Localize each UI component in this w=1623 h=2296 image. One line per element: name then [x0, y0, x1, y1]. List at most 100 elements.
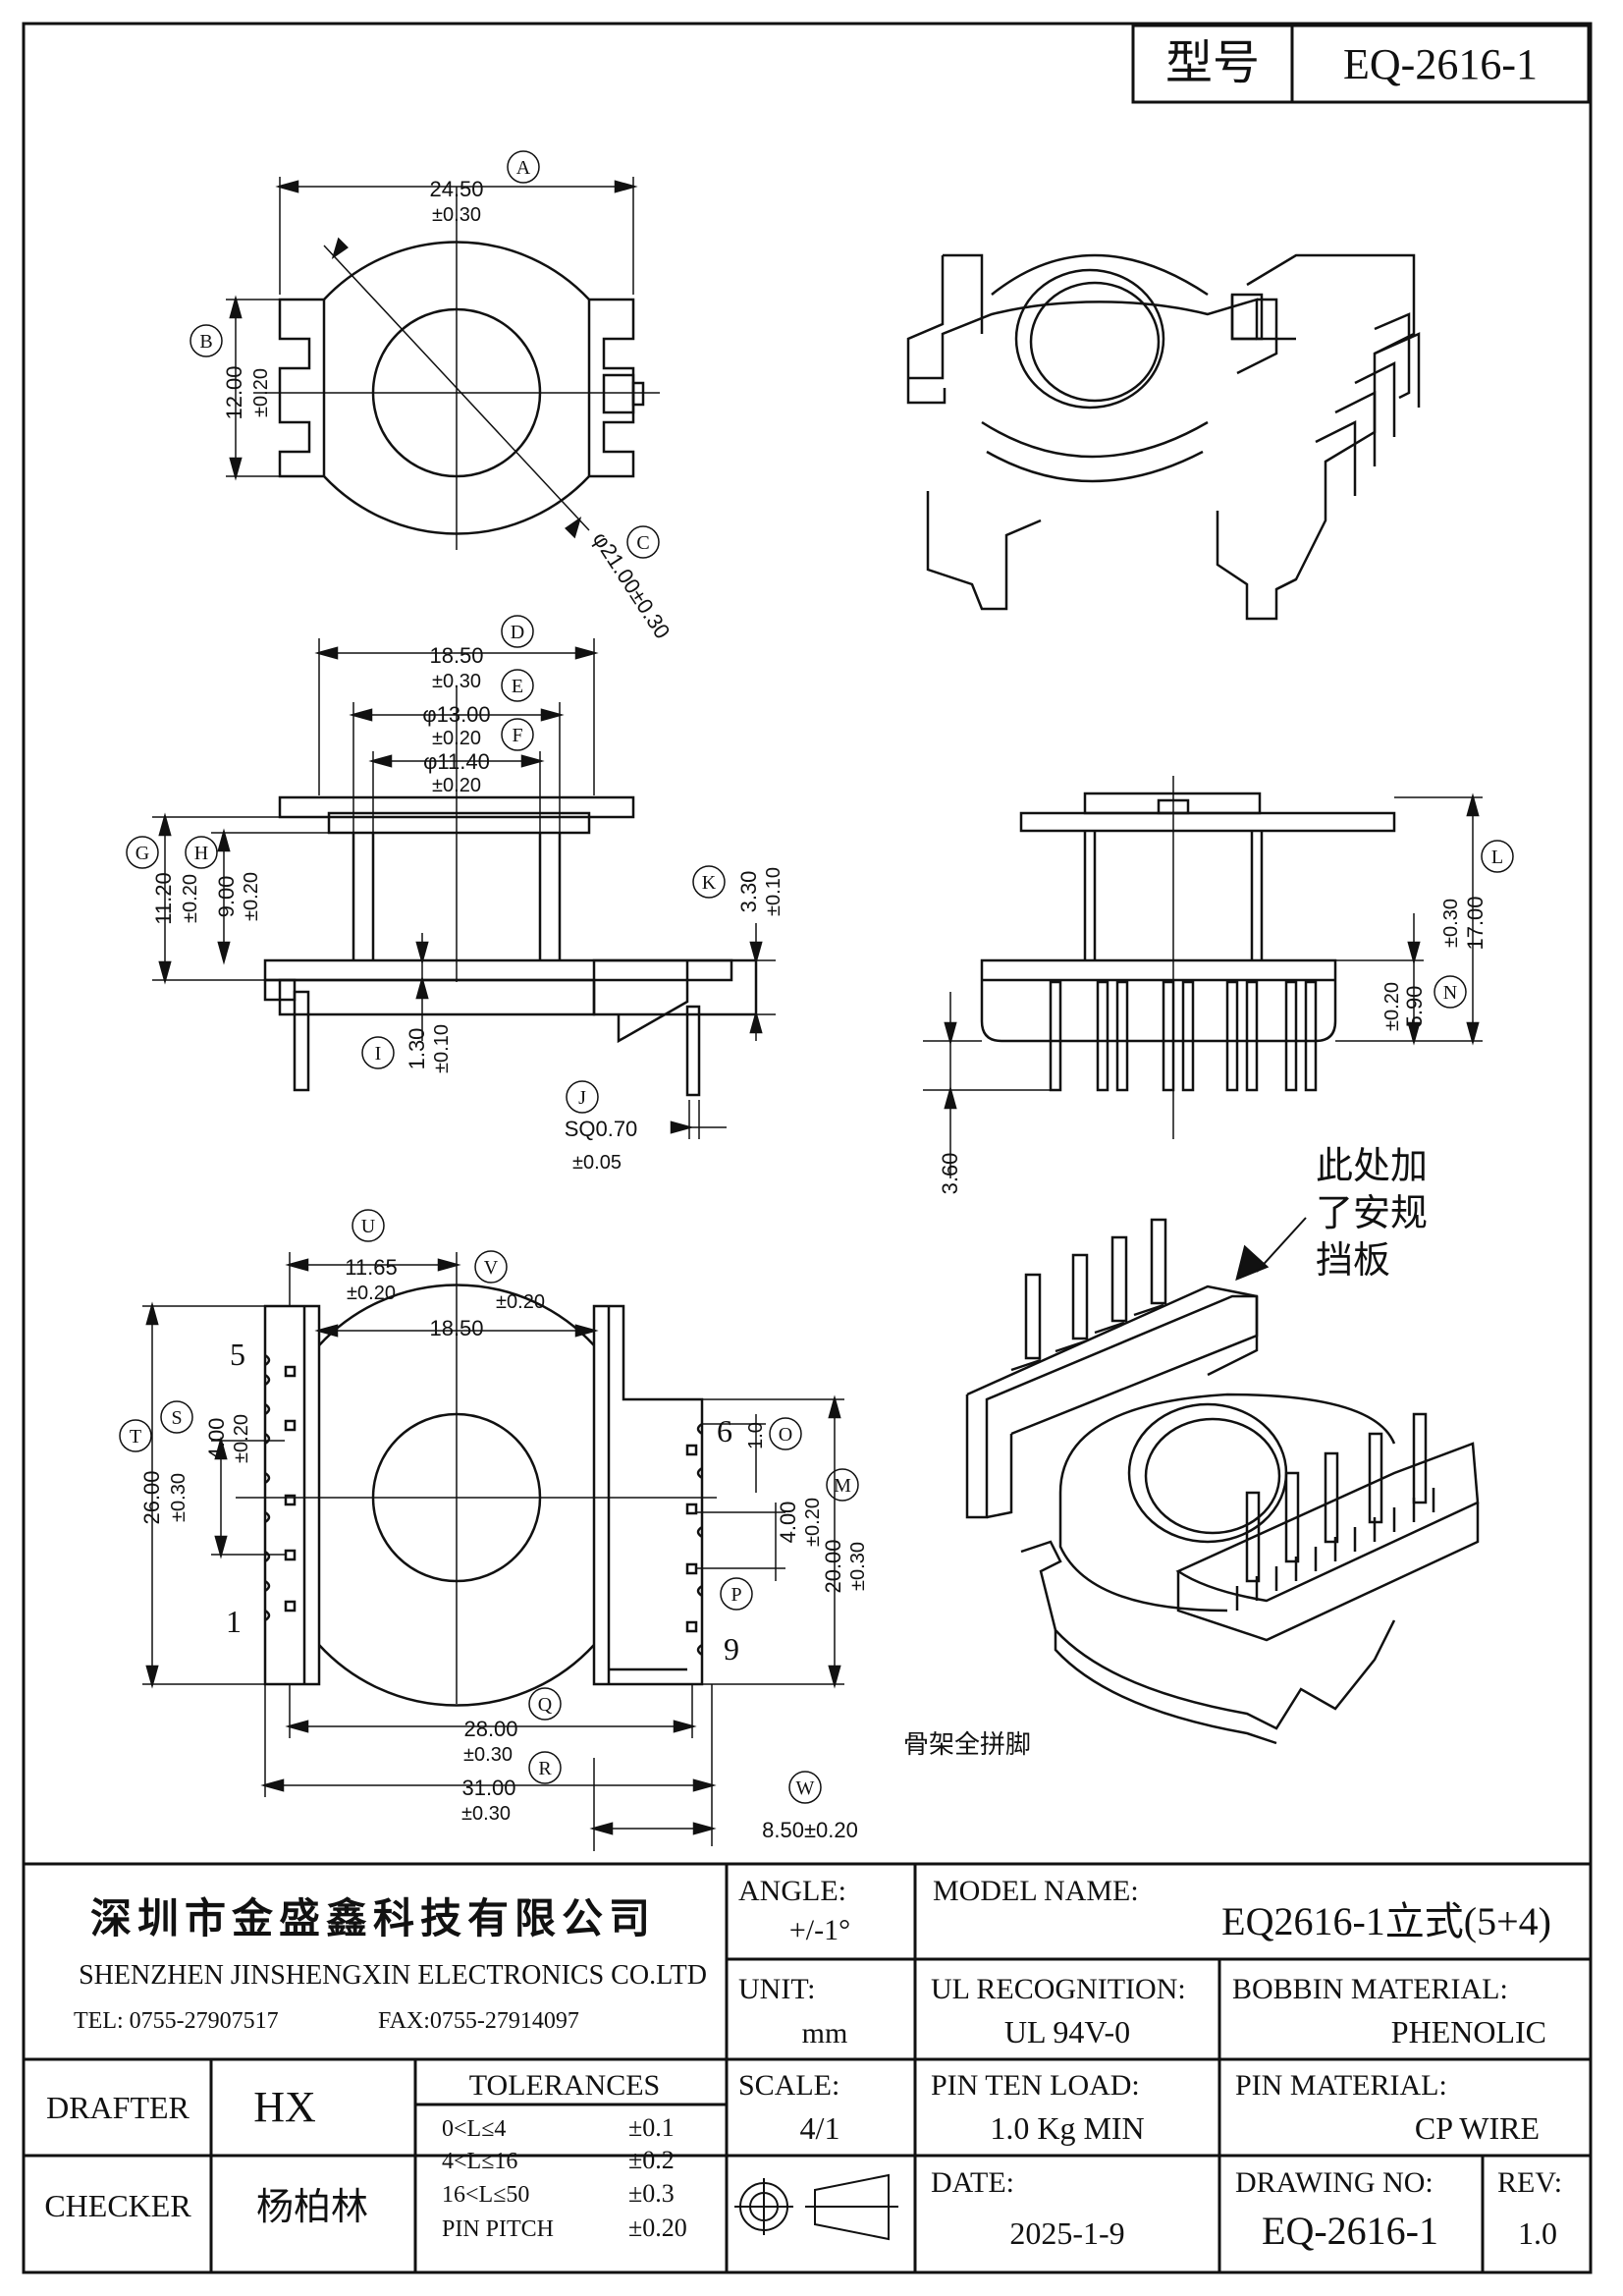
bottom-view-dims: U 11.65 ±0.20 V 18.50 ±0.20 T 26.00 ±0.3…: [119, 1209, 869, 1842]
pin-material-value: CP WIRE: [1415, 2110, 1540, 2146]
pin-label-6: 6: [717, 1413, 732, 1449]
dim-f-tag: F: [512, 725, 522, 746]
model-header: 型号 EQ-2616-1: [1131, 24, 1591, 104]
checker-label: CHECKER: [44, 2188, 191, 2223]
dim-j-value: SQ0.70: [565, 1117, 638, 1141]
tol-range-4: PIN PITCH: [442, 2216, 554, 2242]
dim-r-tol: ±0.30: [461, 1803, 511, 1825]
unit-label: UNIT:: [738, 1973, 816, 2005]
drawing-border: [22, 22, 1593, 2274]
model-header-value: EQ-2616-1: [1343, 40, 1538, 88]
front-view: [923, 776, 1483, 1178]
dim-h-tol: ±0.20: [241, 872, 262, 921]
drafter-label: DRAFTER: [46, 2090, 189, 2125]
dim-f-tol: ±0.20: [432, 775, 481, 796]
rev-value: 1.0: [1518, 2215, 1557, 2251]
model-name-label: MODEL NAME:: [933, 1875, 1139, 1907]
scale-value: 4/1: [800, 2110, 840, 2146]
dim-k-value: 3.30: [736, 871, 761, 913]
bottom-view: [142, 1252, 844, 1851]
notes: 此处加 了安规 挡板 骨架全拼脚: [903, 1146, 1428, 1759]
pins-note: 骨架全拼脚: [903, 1729, 1031, 1759]
bottom-view-pin-slots: [284, 1365, 698, 1633]
dim-l-tag: L: [1491, 847, 1503, 868]
tol-value-4: ±0.20: [628, 2214, 687, 2242]
dim-k-tol: ±0.10: [763, 867, 784, 916]
tol-value-2: ±0.2: [628, 2146, 675, 2174]
dim-d-value: 18.50: [429, 643, 483, 668]
dim-w-value: 8.50±0.20: [762, 1818, 858, 1842]
dim-s-tag: S: [171, 1407, 182, 1429]
top-view-dims: 24.50 ±0.30 A B 12.00 ±0.20 C φ21.00±0.3…: [189, 150, 676, 643]
dim-q-tol: ±0.30: [463, 1744, 513, 1766]
tol-range-1: 0<L≤4: [442, 2116, 506, 2142]
tol-range-2: 4<L≤16: [442, 2149, 517, 2174]
dim-e-tag: E: [512, 676, 523, 697]
dim-u-tag: U: [361, 1216, 376, 1237]
dim-g-value: 11.20: [151, 872, 176, 924]
dim-i-tol: ±0.10: [431, 1024, 453, 1073]
company-name-cn: 深圳市金盛鑫科技有限公司: [90, 1895, 656, 1941]
title-block: 深圳市金盛鑫科技有限公司 SHENZHEN JINSHENGXIN ELECTR…: [24, 1862, 1591, 2272]
dim-f-value: φ11.40: [423, 749, 490, 774]
dim-l-value: 17.00: [1463, 896, 1488, 950]
dim-t-tag: T: [130, 1426, 141, 1448]
dim-b-tag: B: [199, 331, 212, 353]
dim-j-tag: J: [578, 1087, 586, 1109]
dim-e-tol: ±0.20: [432, 728, 481, 749]
dim-c-value: φ21.00±0.30: [588, 527, 676, 643]
dim-g-tol: ±0.20: [180, 874, 201, 923]
dim-n-tol: ±0.20: [1381, 982, 1403, 1031]
dim-q-value: 28.00: [463, 1717, 517, 1741]
dim-p-value: 4.00: [776, 1502, 800, 1544]
tol-value-1: ±0.1: [628, 2113, 675, 2142]
iso-view-bottom: [965, 1217, 1480, 1745]
pin-load-label: PIN TEN LOAD:: [931, 2069, 1140, 2102]
pin-material-label: PIN MATERIAL:: [1235, 2069, 1447, 2102]
unit-value: mm: [802, 2017, 848, 2050]
angle-value: +/-1°: [789, 1914, 850, 1946]
dim-q-tag: Q: [538, 1694, 553, 1716]
company-name-en: SHENZHEN JINSHENGXIN ELECTRONICS CO.LTD: [79, 1960, 707, 1991]
iso-bottom-left-pins: [1010, 1218, 1167, 1372]
dim-m-tag: M: [834, 1475, 851, 1497]
model-name-value: EQ2616-1立式(5+4): [1221, 1899, 1551, 1943]
dim-o-value: 1.0: [745, 1422, 767, 1449]
dim-n-tag: N: [1443, 982, 1457, 1004]
rev-label: REV:: [1497, 2166, 1562, 2199]
pin-label-9: 9: [724, 1631, 739, 1667]
model-header-label: 型号: [1165, 37, 1260, 89]
top-view: [226, 177, 660, 550]
bobbin-material-value: PHENOLIC: [1391, 2014, 1546, 2050]
shield-note-line1: 此处加: [1316, 1146, 1428, 1187]
dim-h-value: 9.00: [214, 876, 239, 918]
shield-note-line3: 挡板: [1316, 1240, 1390, 1282]
dim-pin-length: 3.60: [938, 1153, 962, 1195]
dim-r-tag: R: [538, 1758, 552, 1779]
dim-p-tol: ±0.20: [802, 1498, 824, 1547]
dim-p-tag: P: [730, 1584, 741, 1606]
iso-bottom-right-pins: [1235, 1412, 1435, 1611]
ul-recognition-value: UL 94V-0: [1004, 2014, 1130, 2050]
dim-k-tag: K: [702, 872, 717, 894]
dim-v-tol: ±0.20: [496, 1291, 545, 1313]
dim-g-tag: G: [135, 843, 149, 864]
dim-v-value: 18.50: [429, 1316, 483, 1340]
angle-label: ANGLE:: [738, 1875, 846, 1907]
dim-r-value: 31.00: [461, 1776, 515, 1800]
dim-s-tol: ±0.20: [231, 1414, 252, 1463]
side-view: [152, 638, 776, 1139]
front-view-dims: L 17.00 ±0.30 N 5.90 ±0.20 3.60: [938, 840, 1514, 1195]
tolerances-label: TOLERANCES: [469, 2069, 660, 2102]
checker-value: 杨柏林: [256, 2187, 368, 2228]
dim-i-tag: I: [375, 1043, 382, 1065]
dim-m-tol: ±0.30: [847, 1542, 869, 1591]
dim-l-tol: ±0.30: [1440, 899, 1462, 948]
dim-a-tag: A: [516, 157, 531, 179]
ul-recognition-label: UL RECOGNITION:: [931, 1973, 1186, 2005]
dim-n-value: 5.90: [1402, 986, 1427, 1028]
pin-label-5: 5: [230, 1337, 245, 1372]
dim-d-tol: ±0.30: [432, 671, 481, 692]
side-view-dims: 18.50 ±0.30 D φ13.00 ±0.20 E φ11.40 ±0.2…: [126, 615, 784, 1174]
dim-w-tag: W: [796, 1777, 815, 1799]
